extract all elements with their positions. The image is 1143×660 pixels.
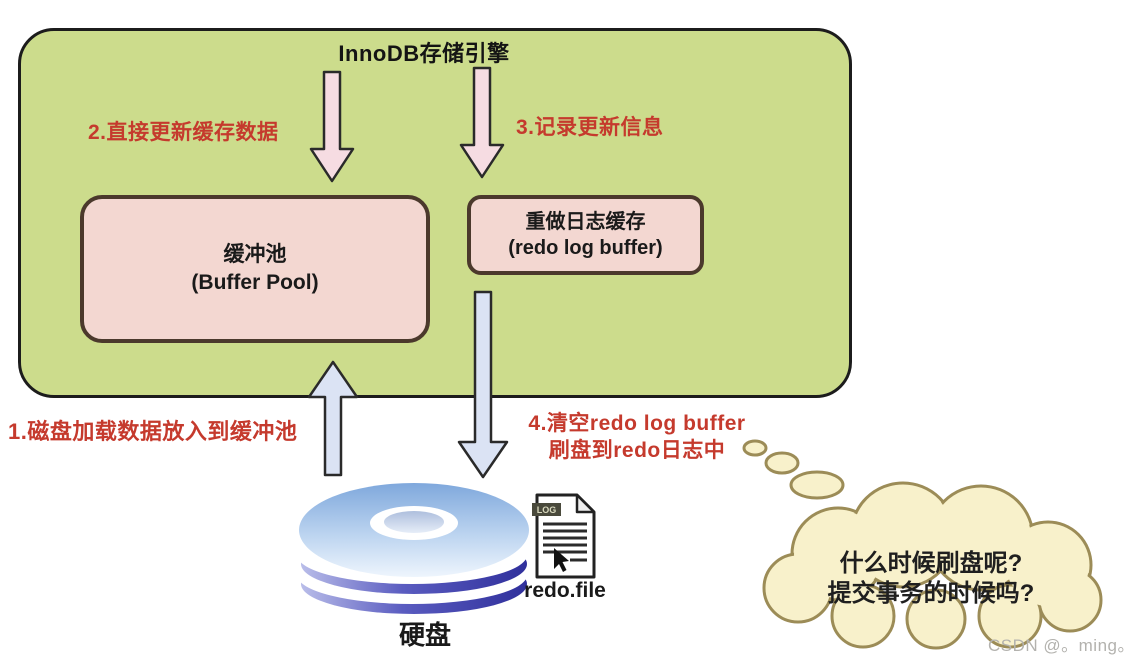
cursor-icon <box>554 548 569 572</box>
redo-buffer-label-cn: 重做日志缓存 <box>525 211 646 233</box>
step4-line1: 4.清空redo log buffer <box>528 412 746 435</box>
bubble-line1: 什么时候刷盘呢? <box>839 550 1023 577</box>
step3-label: 3.记录更新信息 <box>516 116 664 139</box>
thought-bubble <box>742 439 1103 650</box>
step4-label: 4.清空redo log buffer 刷盘到redo日志中 <box>518 410 756 464</box>
bubble-line2: 提交事务的时候吗? <box>827 580 1035 607</box>
buffer-pool-label-en: (Buffer Pool) <box>191 271 319 294</box>
arrow-down-update-cache-icon <box>309 70 355 183</box>
step2-label: 2.直接更新缓存数据 <box>88 121 279 144</box>
log-badge <box>532 503 561 516</box>
innodb-engine-title: InnoDB存储引擎 <box>338 41 510 66</box>
step1-label: 1.磁盘加载数据放入到缓冲池 <box>8 419 298 444</box>
arrow-down-record-log-icon <box>459 66 505 179</box>
hard-disk-label: 硬盘 <box>398 620 451 650</box>
redo-log-file-icon: LOG <box>532 493 596 579</box>
csdn-watermark: CSDN @。ming。 <box>988 636 1135 655</box>
arrow-down-flush-to-disk-icon <box>457 290 509 479</box>
arrow-up-load-from-disk-icon <box>307 360 359 477</box>
buffer-pool-box: 缓冲池 (Buffer Pool) <box>80 195 430 343</box>
redo-log-buffer-box: 重做日志缓存 (redo log buffer) <box>467 195 704 275</box>
thought-bubble-text: 什么时候刷盘呢? 提交事务的时候吗? <box>781 549 1081 609</box>
redo-buffer-label-en: (redo log buffer) <box>508 237 663 259</box>
log-badge-text: LOG <box>537 505 557 515</box>
buffer-pool-label-cn: 缓冲池 <box>223 243 287 266</box>
hard-disk-icon <box>297 483 529 614</box>
step4-line2: 刷盘到redo日志中 <box>548 439 726 462</box>
redo-file-label: redo.file <box>524 579 606 602</box>
